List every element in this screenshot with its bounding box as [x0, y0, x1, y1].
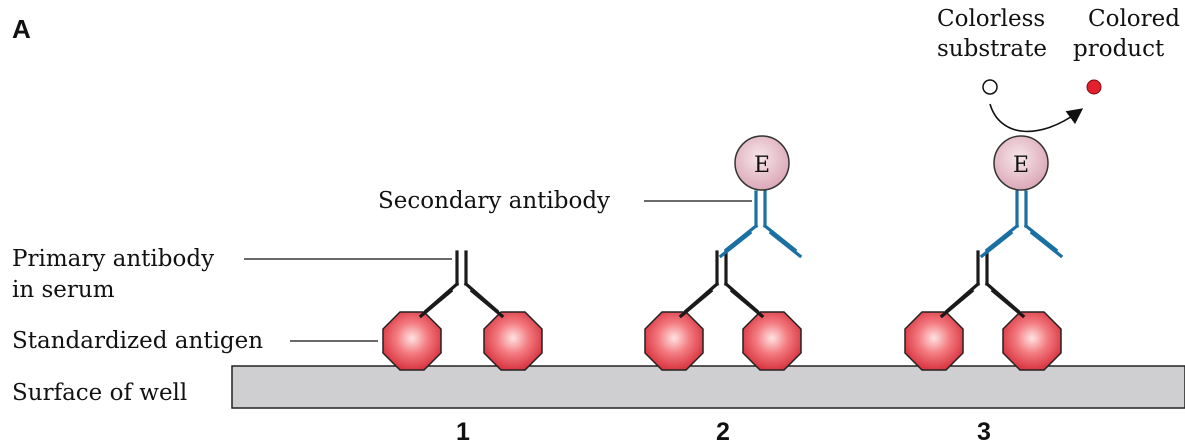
colorless-substrate-dot [982, 79, 998, 95]
step-2-group: E [644, 135, 803, 371]
antigen-2b [742, 311, 802, 371]
colored-product-label-line1: Colored [1088, 6, 1180, 32]
step-number-2: 2 [716, 418, 730, 443]
step-3-group: E [904, 135, 1064, 371]
colorless-substrate-label-line1: Colorless [937, 6, 1045, 32]
antigen-2a [644, 311, 704, 371]
enzyme-3-label: E [1013, 153, 1029, 178]
secondary-antibody-2 [718, 190, 803, 259]
colored-product-label-line2: product [1073, 36, 1165, 62]
standardized-antigen-label: Standardized antigen [12, 328, 263, 354]
primary-antibody-2 [678, 250, 765, 319]
primary-antibody-label-line2: in serum [12, 277, 115, 303]
antigen-3b [1002, 311, 1062, 371]
primary-antibody-3 [939, 250, 1026, 319]
colorless-substrate-label-line2: substrate [937, 36, 1047, 62]
step-1-group [382, 250, 543, 371]
enzyme-2 [734, 135, 790, 191]
step-number-1: 1 [456, 418, 470, 443]
well-surface [231, 365, 1185, 409]
panel-label: A [12, 14, 31, 44]
enzyme-2-label: E [754, 153, 770, 178]
primary-antibody-label-line1: Primary antibody [12, 246, 214, 272]
step-number-3: 3 [977, 418, 991, 443]
antigen-1a [382, 311, 442, 371]
antigen-1b [483, 311, 543, 371]
surface-of-well-label: Surface of well [12, 380, 187, 406]
reaction-arrow [989, 103, 1084, 133]
antigen-3a [904, 311, 964, 371]
secondary-antibody-label: Secondary antibody [378, 188, 610, 214]
primary-antibody-1 [418, 250, 505, 319]
colored-product-dot [1086, 79, 1102, 95]
secondary-antibody-3 [979, 190, 1064, 259]
enzyme-3 [993, 135, 1049, 191]
